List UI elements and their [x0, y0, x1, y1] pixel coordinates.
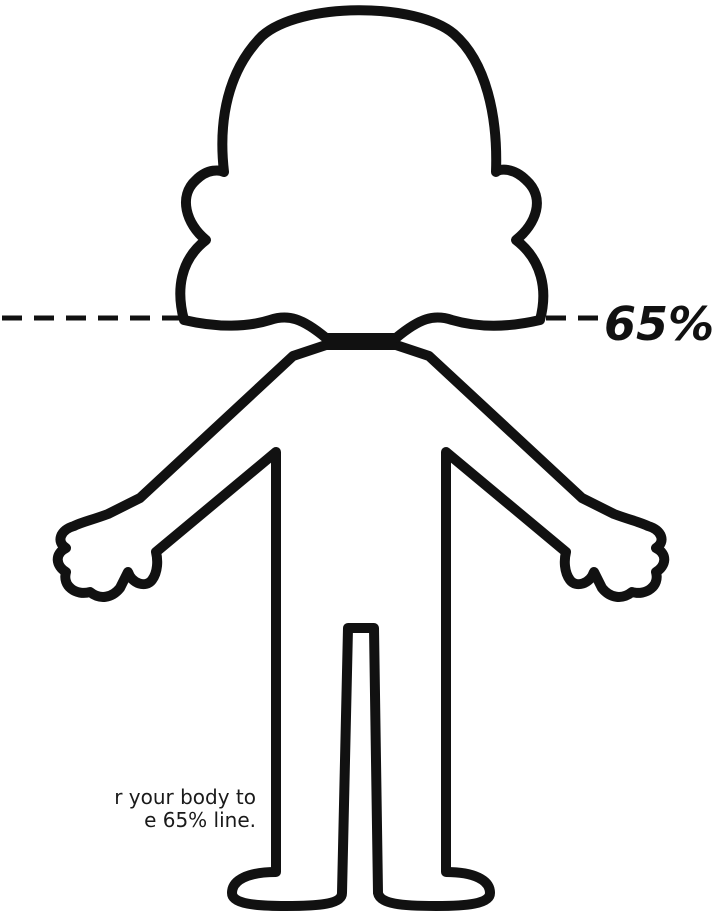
caption-line-2: e 65% line. [0, 809, 256, 832]
instruction-caption: r your body to e 65% line. [0, 786, 256, 832]
sixty-five-percent-label: 65% [604, 297, 714, 351]
head-outline [180, 10, 543, 338]
caption-line-1: r your body to [0, 786, 256, 809]
